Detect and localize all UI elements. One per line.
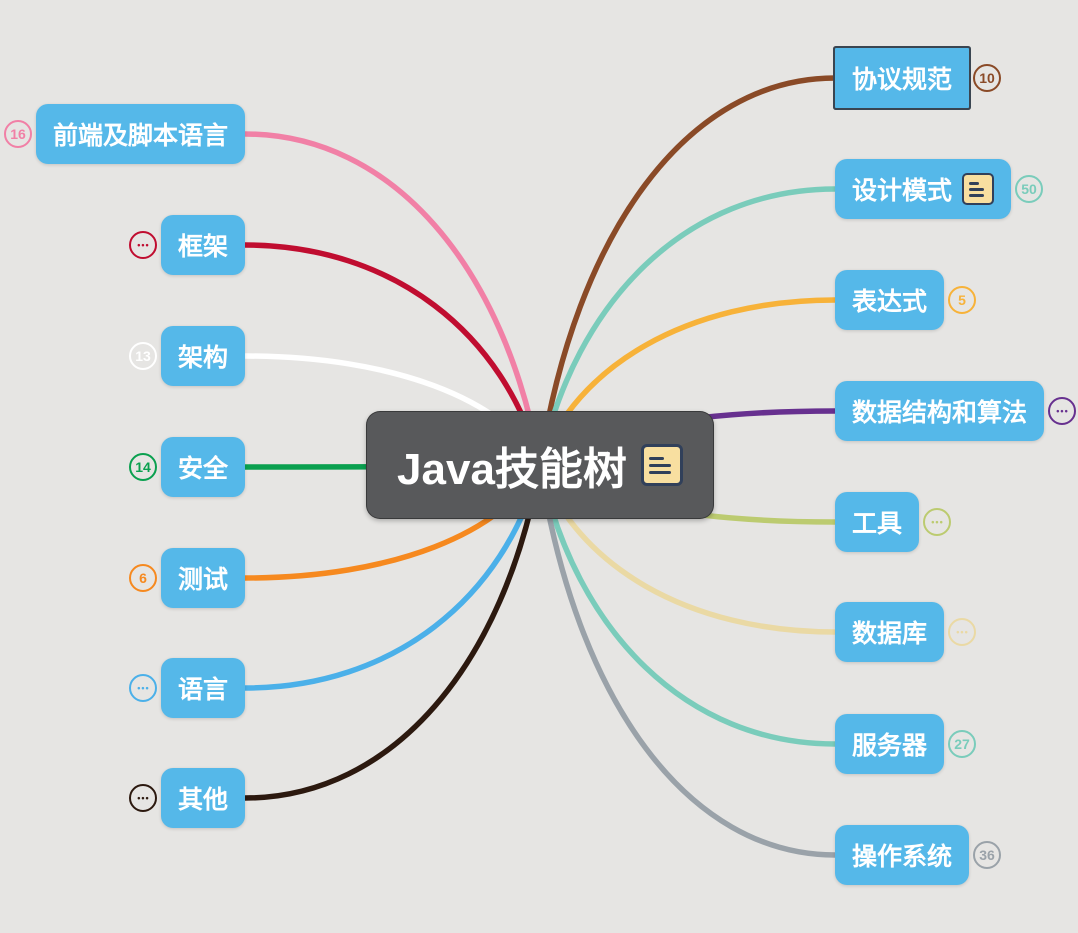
note-icon-line bbox=[648, 456, 665, 460]
topic-node[interactable]: 其他 bbox=[160, 768, 245, 828]
note-icon-line bbox=[648, 463, 672, 467]
branch-line bbox=[242, 131, 543, 468]
children-count-badge[interactable]: 36 bbox=[973, 841, 1002, 869]
children-count-badge[interactable]: 6 bbox=[128, 564, 157, 592]
branch-left: 框架 ••• bbox=[128, 215, 245, 275]
branch-line bbox=[537, 75, 838, 468]
branch-left: 语言 ••• bbox=[128, 658, 245, 718]
children-count-badge[interactable]: 14 bbox=[128, 453, 157, 481]
branch-line bbox=[537, 186, 838, 468]
more-children-badge[interactable]: ••• bbox=[128, 231, 157, 259]
note-icon-line bbox=[969, 187, 985, 191]
topic-node[interactable]: 工具 bbox=[835, 492, 920, 552]
branch-line bbox=[537, 462, 838, 747]
branch-left: 测试 6 bbox=[128, 548, 245, 608]
topic-node[interactable]: 前端及脚本语言 bbox=[35, 104, 245, 164]
topic-node[interactable]: 表达式 bbox=[835, 270, 945, 330]
note-icon[interactable] bbox=[640, 444, 683, 486]
topic-label: 设计模式 bbox=[852, 177, 953, 205]
branch-line bbox=[537, 462, 838, 858]
children-count-badge[interactable]: 13 bbox=[128, 342, 157, 370]
topic-label: 工具 bbox=[852, 510, 903, 538]
topic-node[interactable]: 操作系统 bbox=[835, 825, 970, 885]
topic-label: 服务器 bbox=[852, 732, 928, 760]
note-icon-line bbox=[969, 181, 980, 185]
branch-left: 架构 13 bbox=[128, 326, 245, 386]
topic-label: 表达式 bbox=[852, 288, 928, 316]
children-count-badge[interactable]: 16 bbox=[3, 120, 32, 148]
topic-label: 操作系统 bbox=[852, 843, 953, 871]
branch-right: 操作系统 36 bbox=[835, 825, 1002, 885]
topic-label: 数据结构和算法 bbox=[852, 399, 1028, 427]
topic-node[interactable]: 服务器 bbox=[835, 714, 945, 774]
branch-right: 协议规范 10 bbox=[835, 48, 1002, 108]
note-icon-line bbox=[969, 193, 985, 197]
root-node-label: Java技能树 bbox=[397, 445, 627, 494]
topic-node[interactable]: 设计模式 bbox=[835, 159, 1012, 219]
branch-right: 数据库 ••• bbox=[835, 602, 977, 662]
topic-label: 其他 bbox=[177, 786, 228, 814]
branch-right: 设计模式 50 bbox=[835, 159, 1044, 219]
topic-node[interactable]: 框架 bbox=[160, 215, 245, 275]
branch-line bbox=[242, 462, 543, 801]
branch-left: 安全 14 bbox=[128, 437, 245, 497]
topic-label: 架构 bbox=[177, 344, 228, 372]
branch-left: 其他 ••• bbox=[128, 768, 245, 828]
topic-node[interactable]: 架构 bbox=[160, 326, 245, 386]
more-children-badge[interactable]: ••• bbox=[923, 508, 952, 536]
topic-label: 安全 bbox=[177, 455, 228, 483]
more-children-badge[interactable]: ••• bbox=[948, 618, 977, 646]
topic-node[interactable]: 测试 bbox=[160, 548, 245, 608]
branch-right: 表达式 5 bbox=[835, 270, 977, 330]
branch-right: 服务器 27 bbox=[835, 714, 977, 774]
branch-left: 前端及脚本语言 16 bbox=[3, 104, 245, 164]
topic-label: 测试 bbox=[177, 566, 228, 594]
topic-node[interactable]: 语言 bbox=[160, 658, 245, 718]
topic-label: 框架 bbox=[177, 233, 228, 261]
topic-node-selected[interactable]: 协议规范 bbox=[835, 48, 970, 108]
topic-label: 协议规范 bbox=[852, 66, 953, 94]
note-icon-line bbox=[648, 470, 672, 474]
branch-right: 工具 ••• bbox=[835, 492, 952, 552]
more-children-badge[interactable]: ••• bbox=[128, 784, 157, 812]
root-node[interactable]: Java技能树 bbox=[366, 411, 714, 519]
topic-label: 数据库 bbox=[852, 620, 928, 648]
more-children-badge[interactable]: ••• bbox=[128, 674, 157, 702]
topic-label: 前端及脚本语言 bbox=[52, 122, 228, 150]
topic-node[interactable]: 安全 bbox=[160, 437, 245, 497]
topic-node[interactable]: 数据结构和算法 bbox=[835, 381, 1045, 441]
more-children-badge[interactable]: ••• bbox=[1048, 397, 1077, 425]
children-count-badge[interactable]: 10 bbox=[973, 64, 1002, 92]
topic-node[interactable]: 数据库 bbox=[835, 602, 945, 662]
note-icon[interactable] bbox=[962, 173, 995, 205]
children-count-badge[interactable]: 50 bbox=[1015, 175, 1044, 203]
branch-right: 数据结构和算法 ••• bbox=[835, 381, 1077, 441]
children-count-badge[interactable]: 27 bbox=[948, 730, 977, 758]
children-count-badge[interactable]: 5 bbox=[948, 286, 977, 314]
topic-label: 语言 bbox=[177, 676, 228, 704]
